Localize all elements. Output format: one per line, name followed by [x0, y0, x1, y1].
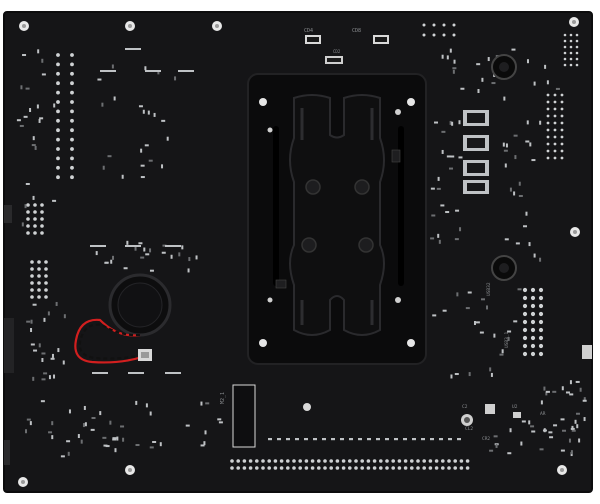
label-cl2: CL2 [465, 426, 473, 432]
label-m2: M2_1 [220, 392, 226, 404]
label-cd4: CD4 [304, 28, 313, 34]
silkscreen-labels: USB32 USB3_1 CR2 CL2 AR C2 U2 [462, 282, 546, 442]
standoff-rings [491, 54, 517, 281]
top-capacitors: CD4 CD8 CD2 [304, 28, 389, 64]
mounting-holes [18, 17, 580, 487]
m2-slot: M2_1 [220, 384, 256, 448]
label-ar: AR [540, 411, 546, 417]
solder-pin-grids [26, 23, 579, 357]
label-c2: C2 [462, 404, 468, 410]
label-cr2: CR2 [482, 436, 490, 442]
pcie-pin-row [230, 438, 470, 470]
label-usb-lower: USB3_1 [504, 331, 510, 348]
label-cd2: CD2 [333, 49, 341, 54]
cmos-battery [74, 273, 172, 364]
left-edge-connectors [4, 205, 14, 465]
label-usb32: USB32 [486, 282, 492, 296]
smd-components [16, 48, 587, 458]
label-cd8: CD8 [352, 28, 361, 34]
vrm-inductors [463, 110, 489, 194]
label-u2: U2 [512, 404, 518, 410]
cpu-backplate [247, 73, 427, 365]
misc-parts [303, 345, 592, 426]
